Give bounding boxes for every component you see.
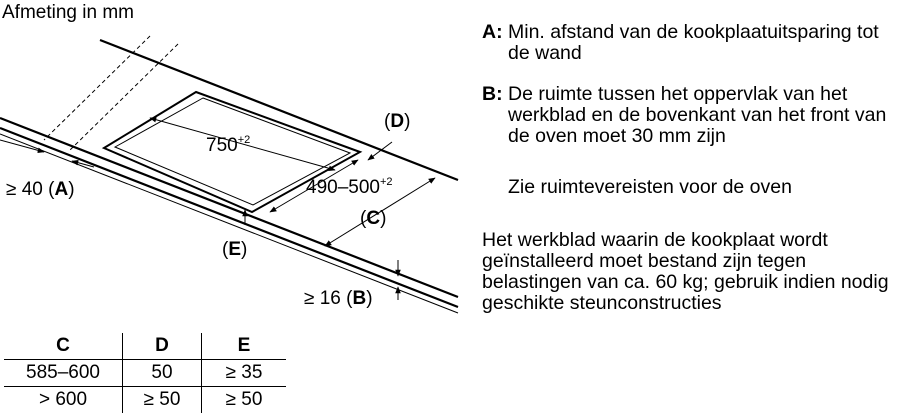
- note-a-text: Min. afstand van de kookplaatuitsparing …: [508, 21, 879, 64]
- table-cell: 50: [122, 359, 202, 387]
- table-cell: 585–600: [4, 359, 123, 387]
- label-c-key: C: [366, 208, 380, 229]
- table-header-d: D: [122, 333, 202, 360]
- depth-tolerance: +2: [380, 176, 393, 188]
- note-a: A: Min. afstand van de kookplaatuitspari…: [482, 22, 900, 64]
- note-b-text: De ruimte tussen het oppervlak van het w…: [508, 83, 887, 147]
- label-d: (D): [384, 111, 410, 132]
- label-d-open: (: [384, 111, 391, 132]
- table-header-c: C: [4, 333, 123, 360]
- width-dimension-label: 750+2: [206, 134, 250, 156]
- dimension-lines: [0, 117, 436, 300]
- table-cell: > 600: [38, 389, 88, 410]
- label-e: (E): [222, 239, 247, 260]
- note-a-key: A:: [482, 21, 503, 43]
- wall-guides: [43, 35, 179, 151]
- label-d-close: ): [404, 111, 410, 132]
- label-e-key: E: [228, 239, 241, 260]
- notes-panel: A: Min. afstand van de kookplaatuitspari…: [482, 22, 900, 314]
- depth-dimension-label: 490–500+2: [306, 176, 393, 198]
- dimension-table: C D E 585–600 50 ≥ 35 > 600 ≥ 50 ≥ 50: [4, 333, 286, 413]
- label-e-close: ): [241, 239, 247, 260]
- note-b-key: B:: [482, 83, 503, 105]
- label-c: (C): [360, 208, 386, 229]
- label-b-close: ): [366, 288, 372, 309]
- label-a: ≥ 40 (A): [6, 179, 75, 200]
- oven-note: Zie ruimtevereisten voor de oven: [508, 176, 792, 198]
- table-row: > 600 ≥ 50 ≥ 50: [4, 386, 286, 413]
- label-d-key: D: [390, 111, 404, 132]
- label-b-prefix: ≥ 16 (: [304, 288, 353, 309]
- table-header-e: E: [201, 333, 286, 360]
- width-value: 750: [206, 135, 238, 156]
- label-b: ≥ 16 (B): [304, 288, 373, 309]
- worktop-note: Het werkblad waarin de kookplaat wordt g…: [482, 229, 889, 314]
- label-a-key: A: [54, 179, 68, 200]
- label-c-close: ): [380, 208, 386, 229]
- label-a-close: ): [68, 179, 74, 200]
- unit-caption: Afmeting in mm: [2, 2, 134, 23]
- depth-value: 490–500: [306, 177, 380, 198]
- table-row: 585–600 50 ≥ 35: [4, 359, 286, 387]
- label-b-key: B: [352, 288, 366, 309]
- table-cell: ≥ 50: [201, 386, 286, 413]
- note-b: B: De ruimte tussen het oppervlak van he…: [482, 84, 900, 147]
- label-c-open: (: [360, 208, 367, 229]
- label-a-prefix: ≥ 40 (: [6, 179, 55, 200]
- width-tolerance: +2: [238, 134, 251, 146]
- label-e-open: (: [222, 239, 229, 260]
- table-cell: ≥ 50: [122, 386, 202, 413]
- table-cell: ≥ 35: [201, 359, 286, 387]
- table-header-row: C D E: [4, 333, 286, 360]
